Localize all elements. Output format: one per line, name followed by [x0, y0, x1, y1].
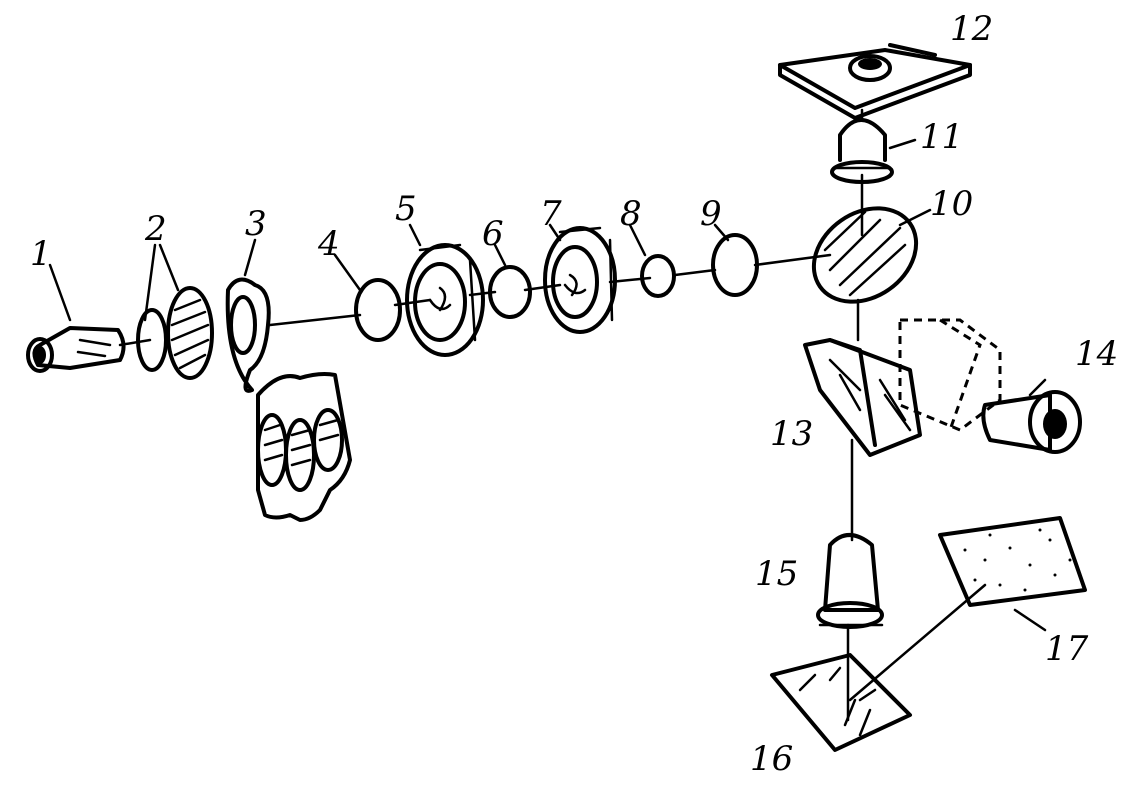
- leader-lines: [48, 138, 1047, 632]
- viewing-screen: [938, 516, 1087, 607]
- label-7: 7: [540, 194, 562, 234]
- label-14: 14: [1075, 334, 1118, 374]
- specimen-stage: [778, 43, 972, 120]
- field-lens: [354, 278, 402, 342]
- label-8: 8: [620, 194, 642, 234]
- lens-8: [640, 254, 676, 298]
- label-17: 17: [1045, 629, 1089, 669]
- eyepiece: [981, 390, 1082, 454]
- beam-splitter: [811, 206, 919, 304]
- objective-lens: [830, 118, 894, 184]
- lamp-source: [26, 326, 126, 373]
- label-10: 10: [930, 184, 973, 224]
- prism: [803, 338, 922, 457]
- label-4: 4: [317, 224, 340, 264]
- label-13: 13: [770, 414, 813, 454]
- filter-slider: [256, 372, 352, 522]
- condenser-lens-6: [488, 265, 532, 319]
- label-3: 3: [245, 204, 267, 244]
- alternative-position-box: [898, 318, 1002, 432]
- label-12: 12: [950, 9, 993, 49]
- projection-lens: [816, 533, 884, 629]
- aperture-wheel-7: [543, 226, 617, 334]
- lens-9: [711, 233, 759, 297]
- label-1: 1: [30, 234, 52, 274]
- filter-holder: [225, 277, 271, 393]
- label-11: 11: [920, 117, 963, 157]
- label-9: 9: [700, 194, 722, 234]
- film-plane: [770, 653, 912, 752]
- label-16: 16: [750, 739, 793, 779]
- collector-lens: [136, 308, 168, 372]
- label-6: 6: [482, 214, 504, 254]
- aperture-wheel-5: [405, 243, 485, 357]
- label-15: 15: [755, 554, 798, 594]
- label-5: 5: [395, 189, 417, 229]
- filter-disc: [166, 286, 214, 380]
- label-2: 2: [144, 209, 167, 249]
